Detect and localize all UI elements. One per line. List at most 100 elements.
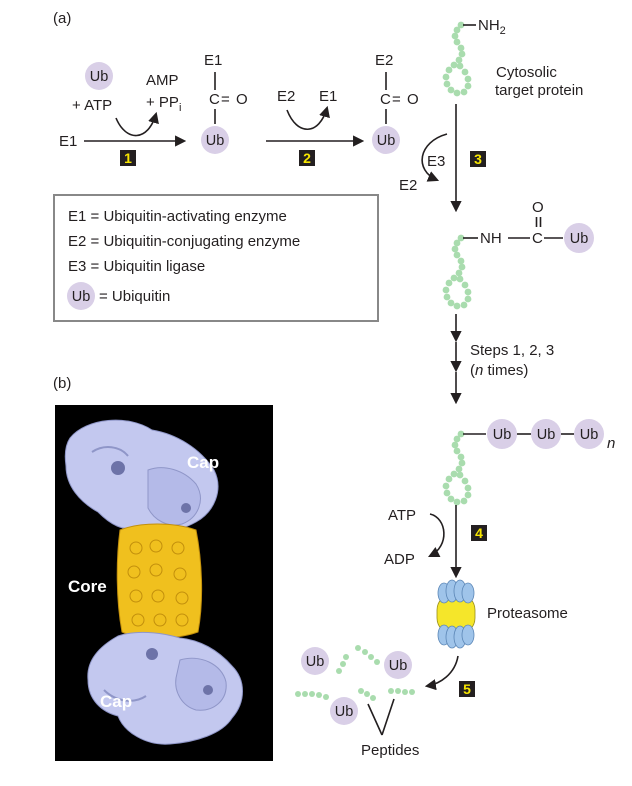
step3-number: 3 xyxy=(474,151,482,167)
step2-group: E2 E1 2 xyxy=(266,88,365,166)
protein-bead xyxy=(457,453,465,461)
protein-chain xyxy=(442,21,472,97)
step5-group: 5 xyxy=(424,655,475,697)
legend-e3: E3 = Ubiquitin ligase xyxy=(68,258,205,275)
ub-circle xyxy=(564,223,594,253)
protein-bead xyxy=(456,275,464,283)
protein-bead xyxy=(451,32,459,40)
protein-bead xyxy=(450,470,458,478)
protein-bead xyxy=(455,465,463,473)
protein-bead xyxy=(453,89,461,97)
ub-label: Ub xyxy=(335,704,354,720)
protein-bead xyxy=(443,489,451,497)
bottom-cap-structure xyxy=(87,631,243,745)
protein-bead xyxy=(453,302,461,310)
peptides-pointer xyxy=(381,698,395,736)
protein-bead xyxy=(457,430,465,438)
protein-bead xyxy=(458,263,466,271)
e2-reactant: E2 xyxy=(277,88,295,105)
legend: E1 = Ubiquitin-activating enzyme E2 = Ub… xyxy=(53,194,379,322)
protein-bead xyxy=(442,73,450,81)
protein-bead xyxy=(445,475,453,483)
protein-bead xyxy=(450,274,458,282)
panel-a-label: (a) xyxy=(53,10,71,27)
steps-label-line2: (n times) xyxy=(470,362,528,379)
protein-bead xyxy=(461,281,469,289)
double-bond: = xyxy=(221,91,230,108)
protein-bead xyxy=(456,471,464,479)
proteasome-label: Proteasome xyxy=(487,605,568,622)
protein-bead xyxy=(451,441,459,449)
plus-ppi-label: + PPi xyxy=(146,94,181,114)
step1-number: 1 xyxy=(124,150,132,166)
proteasome-bottom-cap xyxy=(437,624,475,649)
oxygen-label: O xyxy=(236,91,248,108)
ub-circle xyxy=(372,126,400,154)
step4-box xyxy=(471,525,487,541)
degradation-products: Ub Ub Ub Peptides xyxy=(295,645,419,759)
step1-box xyxy=(120,150,136,166)
ub-label: Ub xyxy=(580,427,599,443)
peptide-fragments xyxy=(295,645,415,701)
protein-bead xyxy=(447,495,455,503)
nh2-label: NH2 xyxy=(478,17,506,37)
protein-bead xyxy=(461,68,469,76)
step5-arrow xyxy=(424,655,459,691)
step3-side-arrow xyxy=(421,133,448,182)
step1-group: Ub + ATP AMP + PPi E1 1 xyxy=(59,62,187,166)
step4-number: 4 xyxy=(475,525,483,541)
step1-side-arrow xyxy=(115,111,159,137)
e3-label: E3 xyxy=(427,153,445,170)
adp-label: ADP xyxy=(384,551,415,568)
n-subscript: n xyxy=(607,435,615,452)
ub-circle xyxy=(330,697,358,725)
legend-e1: E1 = Ubiquitin-activating enzyme xyxy=(68,208,287,225)
protein-bead xyxy=(464,75,472,83)
ub-circle xyxy=(487,419,517,449)
core-label: Core xyxy=(68,577,107,596)
protein-bead xyxy=(457,234,465,242)
protein-chain xyxy=(442,234,472,310)
protein-bead xyxy=(464,82,472,90)
repeat-steps: Steps 1, 2, 3 (n times) xyxy=(450,314,554,405)
protein-bead xyxy=(464,295,472,303)
protein-bead xyxy=(443,293,451,301)
cap-label-bottom: Cap xyxy=(100,692,132,711)
protein-chain xyxy=(442,430,472,506)
protein-bead xyxy=(453,239,461,247)
step2-number: 2 xyxy=(303,150,311,166)
legend-ub: = Ubiquitin xyxy=(99,288,170,305)
oxygen-label: O xyxy=(407,91,419,108)
ub-circle xyxy=(384,651,412,679)
protein-bead xyxy=(450,61,458,69)
ub-label: Ub xyxy=(493,427,512,443)
protein-bead xyxy=(460,301,468,309)
target-protein-label: target protein xyxy=(495,82,583,99)
ubiquitinated-protein: NH C O Ub xyxy=(442,199,594,310)
top-cap-structure xyxy=(64,419,219,532)
step3-box xyxy=(470,151,486,167)
e1-reactant: E1 xyxy=(59,133,77,150)
step5-number: 5 xyxy=(463,681,471,697)
step4-group: ATP ADP 4 xyxy=(384,505,487,579)
ub-circle xyxy=(201,126,229,154)
step5-box xyxy=(459,681,475,697)
e1-label: E1 xyxy=(204,52,222,69)
protein-bead xyxy=(458,459,466,467)
e2-released: E2 xyxy=(399,177,417,194)
protein-bead xyxy=(442,286,450,294)
protein-bead xyxy=(464,484,472,492)
cytosolic-label: Cytosolic xyxy=(496,64,557,81)
ub-circle xyxy=(67,282,95,310)
protein-bead xyxy=(447,299,455,307)
step2-side-arrow xyxy=(286,105,330,130)
plus-atp-label: + ATP xyxy=(72,97,112,114)
double-bond: = xyxy=(392,91,401,108)
protein-bead xyxy=(460,497,468,505)
protein-bead xyxy=(461,477,469,485)
e2-ub-complex: E2 C = O Ub xyxy=(372,52,419,154)
polyubiquitinated-protein: Ub Ub Ub n xyxy=(442,419,615,506)
ub-circle xyxy=(574,419,604,449)
cap-label-top: Cap xyxy=(187,453,219,472)
protein-bead xyxy=(455,269,463,277)
